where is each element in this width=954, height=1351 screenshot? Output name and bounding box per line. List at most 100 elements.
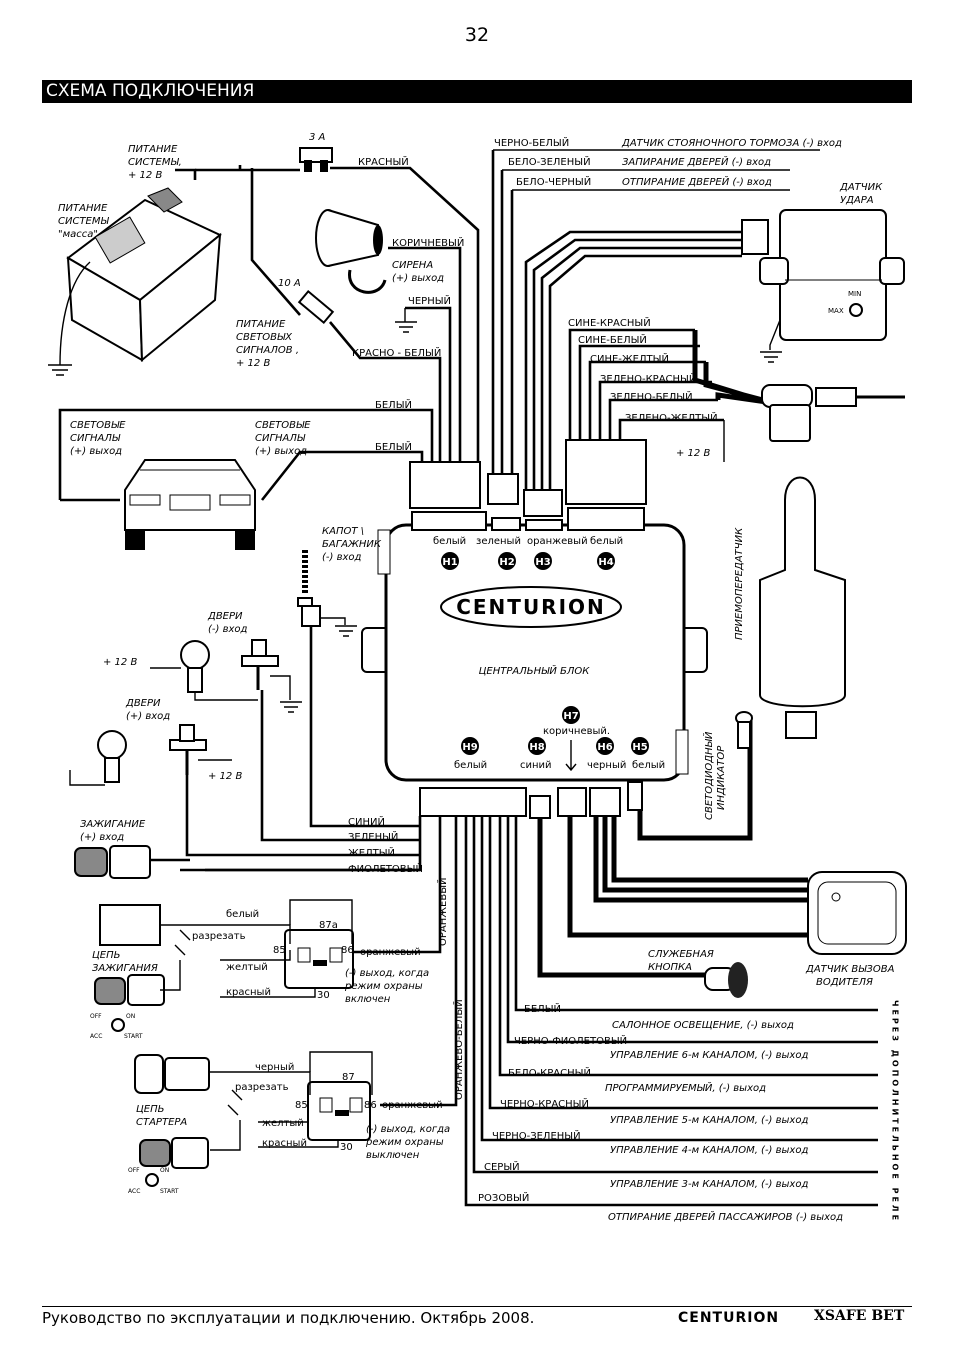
start-circuit-label-2: СТАРТЕРА bbox=[136, 1117, 187, 1128]
conn-top-white-label: белый bbox=[433, 536, 466, 547]
service-btn-label-2: КНОПКА bbox=[648, 962, 692, 973]
relay1-86: 86 bbox=[341, 945, 354, 956]
lights-right-label-3: (+) выход bbox=[255, 446, 307, 457]
wire-white-black-label: БЕЛО-ЧЕРНЫЙ bbox=[516, 175, 591, 188]
connector-badge-h9: H9 bbox=[461, 737, 479, 755]
relay2-yellow-label: желтый bbox=[262, 1118, 304, 1129]
relay1-note-3: включен bbox=[345, 994, 391, 1005]
shock-label-1: ДАТЧИК bbox=[839, 182, 883, 193]
connector-badge-h3: H3 bbox=[534, 552, 552, 570]
svg-text:H2: H2 bbox=[499, 557, 514, 568]
wire-brown-label: КОРИЧНЕВЫЙ bbox=[392, 236, 464, 249]
relay2-86: 86 bbox=[364, 1100, 377, 1111]
relay1-note-1: (-) выход, когда bbox=[345, 968, 429, 979]
door-switch-icon bbox=[241, 639, 279, 690]
doors-plus-label-2: (+) вход bbox=[126, 711, 170, 722]
relay1-30: 30 bbox=[317, 990, 330, 1001]
connector-badge-h2: H2 bbox=[498, 552, 516, 570]
wire-white-out-label: БЕЛЫЙ bbox=[524, 1002, 561, 1015]
power-ground-label-3: "масса" bbox=[58, 229, 98, 240]
plus12-lock-label: + 12 В bbox=[676, 448, 710, 459]
relay2-85: 85 bbox=[295, 1100, 308, 1111]
wire-green-red-label: ЗЕЛЕНО-КРАСНЫЙ bbox=[600, 372, 696, 385]
svg-text:H7: H7 bbox=[563, 711, 578, 722]
relay1-red-label: красный bbox=[226, 987, 271, 998]
svg-text:H8: H8 bbox=[529, 742, 544, 753]
ground-icon bbox=[280, 701, 302, 713]
power-lights-label-2: СВЕТОВЫХ bbox=[236, 332, 293, 343]
ground-icon bbox=[395, 321, 417, 333]
wire-grey-label: СЕРЫЙ bbox=[484, 1160, 520, 1173]
wire-black-white-label: ЧЕРНО-БЕЛЫЙ bbox=[494, 136, 569, 149]
wire-white-label-1: БЕЛЫЙ bbox=[375, 398, 412, 411]
relay2-black-label: черный bbox=[255, 1062, 294, 1073]
connector-badge-h4: H4 bbox=[597, 552, 615, 570]
shock-min-label: MIN bbox=[848, 290, 861, 298]
power-system-label-1: ПИТАНИЕ bbox=[128, 144, 178, 155]
conn-bot-blue-label: синий bbox=[520, 760, 552, 771]
siren-label-2: (+) выход bbox=[392, 273, 444, 284]
wire-white-green-label: БЕЛО-ЗЕЛЕНЫЙ bbox=[508, 155, 591, 168]
svg-text:H4: H4 bbox=[598, 557, 613, 568]
led-label-2: ИНДИКАТОР bbox=[716, 745, 727, 810]
ign-start: START bbox=[124, 1033, 143, 1040]
start-circuit-label-1: ЦЕПЬ bbox=[136, 1104, 164, 1115]
conn-bot-white-label: белый bbox=[454, 760, 487, 771]
connector-h5 bbox=[627, 781, 643, 811]
connector-badge-h8: H8 bbox=[528, 737, 546, 755]
relay2-orange-label: оранжевый bbox=[382, 1100, 443, 1111]
hood-label-2: БАГАЖНИК bbox=[322, 539, 382, 550]
page-title: СХЕМА ПОДКЛЮЧЕНИЯ bbox=[42, 80, 912, 103]
wire-white-label-2: БЕЛЫЙ bbox=[375, 440, 412, 453]
unlock-label: ОТПИРАНИЕ ДВЕРЕЙ (-) вход bbox=[622, 175, 772, 188]
start-on: ON bbox=[160, 1167, 169, 1174]
connector-badge-h7: H7 bbox=[562, 706, 580, 724]
ignition-relay-icon bbox=[284, 929, 354, 989]
ch3-label: УПРАВЛЕНИЕ 3-м КАНАЛОМ, (-) выход bbox=[610, 1179, 808, 1190]
lights-left-label-2: СИГНАЛЫ bbox=[70, 433, 121, 444]
power-system-label-2: СИСТЕМЫ, bbox=[128, 157, 182, 168]
relay1-87a: 87а bbox=[319, 920, 338, 931]
ign-acc: ACC bbox=[90, 1033, 102, 1040]
power-lights-label-4: + 12 В bbox=[236, 358, 270, 369]
hood-label-3: (-) вход bbox=[322, 552, 362, 563]
ground-icon bbox=[760, 351, 782, 363]
hood-switch-icon bbox=[297, 550, 321, 627]
connector-h8 bbox=[529, 795, 551, 819]
wire-blue-yellow-label: СИНЕ-ЖЕЛТЫЙ bbox=[590, 352, 669, 365]
wire-green-label: ЗЕЛЕНЫЙ bbox=[348, 830, 398, 843]
relay1-cut-label: разрезать bbox=[192, 931, 246, 942]
door-actuator-icon bbox=[761, 384, 905, 442]
lights-right-label-2: СИГНАЛЫ bbox=[255, 433, 306, 444]
starter-icon bbox=[134, 1054, 210, 1187]
battery-icon bbox=[66, 187, 222, 363]
ground-icon bbox=[335, 625, 357, 637]
footer-divider bbox=[42, 1306, 912, 1307]
wire-orange-white-v-label: ОРАНЖЕВО-БЕЛЫЙ bbox=[452, 999, 465, 1100]
conn-bot-black-label: черный bbox=[587, 760, 626, 771]
starter-relay-icon bbox=[307, 1081, 371, 1141]
connector-h6 bbox=[589, 787, 621, 817]
led-indicator-icon bbox=[735, 711, 753, 749]
door-switch-plus-icon bbox=[169, 724, 207, 775]
footer-model: XSAFE BET bbox=[814, 1308, 905, 1324]
wire-black-label: ЧЕРНЫЙ bbox=[408, 294, 451, 307]
relay2-30: 30 bbox=[340, 1142, 353, 1153]
driver-call-label-2: ВОДИТЕЛЯ bbox=[816, 977, 873, 988]
relay2-87: 87 bbox=[342, 1072, 355, 1083]
lights-left-label-3: (+) выход bbox=[70, 446, 122, 457]
shock-label-2: УДАРА bbox=[840, 195, 874, 206]
car-icon bbox=[124, 459, 256, 550]
connector-h7 bbox=[557, 787, 587, 817]
wire-green-white-label: ЗЕЛЕНО-БЕЛЫЙ bbox=[610, 390, 693, 403]
connector-h3 bbox=[523, 489, 563, 517]
relay2-red-label: красный bbox=[262, 1138, 307, 1149]
led-label-1: СВЕТОДИОДНЫЙ bbox=[702, 731, 715, 820]
fuse-3a-label: 3 А bbox=[309, 132, 326, 143]
relay1-85: 85 bbox=[273, 945, 286, 956]
svg-text:H9: H9 bbox=[462, 742, 477, 753]
ch5-label: УПРАВЛЕНИЕ 5-м КАНАЛОМ, (-) выход bbox=[610, 1115, 808, 1126]
ign-circuit-label-2: ЗАЖИГАНИЯ bbox=[92, 963, 158, 974]
fuse-3a-icon bbox=[299, 147, 333, 172]
siren-icon bbox=[315, 209, 387, 294]
